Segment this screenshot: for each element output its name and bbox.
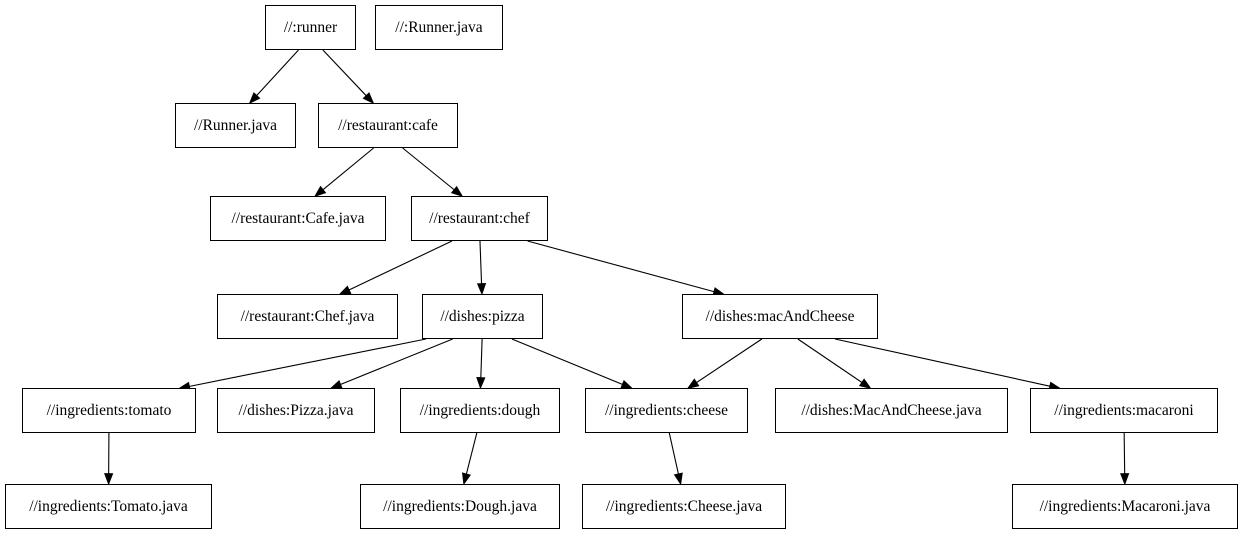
graph-node-label: //ingredients:cheese bbox=[604, 401, 729, 419]
graph-node-label: //ingredients:dough bbox=[419, 401, 541, 419]
graph-node-label: //:Runner.java bbox=[395, 18, 483, 36]
graph-node-macaroni_java[interactable]: //ingredients:Macaroni.java bbox=[1012, 484, 1238, 529]
graph-node-dough_java[interactable]: //ingredients:Dough.java bbox=[360, 484, 560, 529]
graph-edge-restaurant_cafe-to-restaurant_chef bbox=[402, 147, 455, 191]
graph-node-label: //ingredients:tomato bbox=[46, 401, 172, 419]
graph-node-label: //dishes:MacAndCheese.java bbox=[801, 401, 982, 419]
graph-node-ing_dough[interactable]: //ingredients:dough bbox=[400, 388, 560, 433]
graph-arrowhead-restaurant_cafe-to-restaurant_chef bbox=[450, 185, 464, 198]
graph-node-ing_macaroni[interactable]: //ingredients:macaroni bbox=[1030, 388, 1218, 433]
graph-node-cafe_java[interactable]: //restaurant:Cafe.java bbox=[210, 196, 386, 241]
graph-node-label: //ingredients:Tomato.java bbox=[29, 497, 188, 515]
graph-node-label: //restaurant:cafe bbox=[338, 116, 438, 134]
graph-arrowhead-runner-to-restaurant_cafe bbox=[362, 92, 375, 105]
graph-edge-dishes_mac-to-ing_cheese bbox=[696, 338, 763, 383]
graph-node-restaurant_chef[interactable]: //restaurant:chef bbox=[411, 196, 548, 241]
graph-node-chef_java[interactable]: //restaurant:Chef.java bbox=[217, 294, 398, 339]
graph-edge-ing_cheese-to-cheese_java bbox=[668, 432, 679, 474]
graph-node-pizza_java[interactable]: //dishes:Pizza.java bbox=[217, 388, 375, 433]
graph-node-label: //:runner bbox=[283, 18, 338, 36]
graph-edge-dishes_mac-to-ing_macaroni bbox=[834, 338, 1050, 387]
graph-edge-dishes_mac-to-mac_java bbox=[797, 338, 863, 383]
graph-node-tomato_java[interactable]: //ingredients:Tomato.java bbox=[5, 484, 212, 529]
graph-node-runner_java[interactable]: //Runner.java bbox=[175, 103, 296, 148]
graph-edge-restaurant_chef-to-dishes_mac bbox=[527, 240, 714, 293]
graph-arrowhead-ing_dough-to-dough_java bbox=[462, 472, 471, 486]
graph-node-dishes_pizza[interactable]: //dishes:pizza bbox=[422, 294, 543, 339]
graph-node-label: //restaurant:Cafe.java bbox=[231, 209, 365, 227]
graph-arrowhead-ing_macaroni-to-macaroni_java bbox=[1120, 473, 1130, 486]
graph-edge-dishes_pizza-to-ing_tomato bbox=[189, 338, 427, 387]
graph-node-cheese_java[interactable]: //ingredients:Cheese.java bbox=[582, 484, 786, 529]
graph-node-label: //ingredients:macaroni bbox=[1054, 401, 1194, 419]
graph-edge-runner-to-runner_java bbox=[256, 49, 299, 96]
graph-edge-restaurant_cafe-to-cafe_java bbox=[322, 147, 374, 190]
graph-edge-dishes_pizza-to-ing_cheese bbox=[511, 338, 623, 385]
graph-node-runner_java_root[interactable]: //:Runner.java bbox=[375, 5, 503, 50]
graph-node-label: //dishes:pizza bbox=[440, 307, 525, 325]
graph-edge-dishes_pizza-to-ing_dough bbox=[480, 338, 483, 378]
graph-node-label: //dishes:macAndCheese bbox=[705, 307, 855, 325]
graph-arrowhead-restaurant_chef-to-dishes_pizza bbox=[476, 283, 487, 296]
graph-edge-ing_dough-to-dough_java bbox=[465, 432, 478, 474]
graph-arrowhead-ing_tomato-to-tomato_java bbox=[104, 473, 114, 486]
graph-node-label: //restaurant:chef bbox=[429, 209, 530, 227]
graph-node-ing_tomato[interactable]: //ingredients:tomato bbox=[22, 388, 196, 433]
graph-node-label: //ingredients:Cheese.java bbox=[605, 497, 763, 515]
graph-arrowhead-dishes_pizza-to-ing_dough bbox=[476, 377, 486, 390]
graph-arrowhead-ing_cheese-to-cheese_java bbox=[673, 472, 683, 486]
graph-arrowhead-dishes_mac-to-ing_cheese bbox=[686, 378, 700, 389]
graph-edge-dishes_pizza-to-pizza_java bbox=[340, 338, 453, 385]
graph-arrowhead-dishes_mac-to-mac_java bbox=[858, 378, 872, 389]
graph-arrowhead-restaurant_cafe-to-cafe_java bbox=[313, 185, 327, 198]
graph-edge-ing_macaroni-to-macaroni_java bbox=[1123, 432, 1126, 474]
graph-node-label: //ingredients:Macaroni.java bbox=[1039, 497, 1211, 515]
graph-node-label: //dishes:Pizza.java bbox=[238, 401, 354, 419]
graph-node-label: //Runner.java bbox=[193, 116, 278, 134]
graph-node-runner[interactable]: //:runner bbox=[265, 5, 356, 50]
graph-node-mac_java[interactable]: //dishes:MacAndCheese.java bbox=[775, 388, 1008, 433]
graph-arrowhead-runner-to-runner_java bbox=[248, 92, 261, 105]
graph-node-restaurant_cafe[interactable]: //restaurant:cafe bbox=[318, 103, 458, 148]
graph-edge-runner-to-restaurant_cafe bbox=[322, 49, 367, 96]
graph-node-dishes_mac[interactable]: //dishes:macAndCheese bbox=[682, 294, 878, 339]
graph-node-label: //restaurant:Chef.java bbox=[240, 307, 375, 325]
graph-node-ing_cheese[interactable]: //ingredients:cheese bbox=[585, 388, 748, 433]
graph-node-label: //ingredients:Dough.java bbox=[383, 497, 537, 515]
graph-edge-restaurant_chef-to-dishes_pizza bbox=[479, 240, 483, 284]
graph-edge-restaurant_chef-to-chef_java bbox=[349, 240, 453, 291]
